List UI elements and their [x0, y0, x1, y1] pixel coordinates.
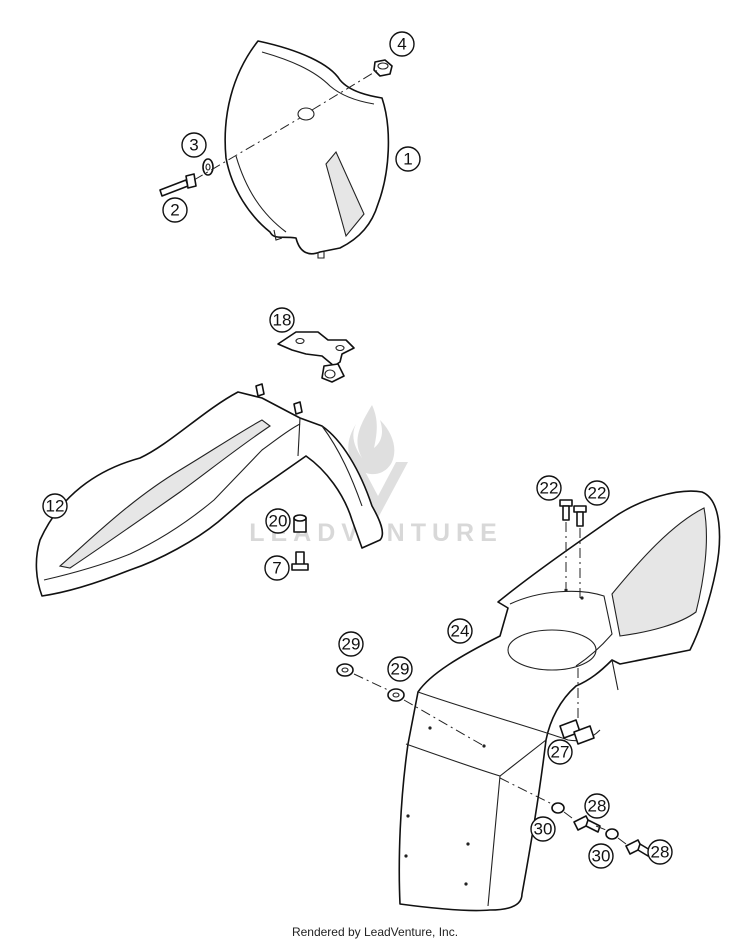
- svg-text:24: 24: [451, 622, 470, 641]
- svg-text:30: 30: [534, 820, 553, 839]
- svg-text:28: 28: [651, 843, 670, 862]
- washer-30-left: [551, 802, 565, 814]
- leader-line-top: [193, 69, 379, 181]
- svg-text:28: 28: [588, 797, 607, 816]
- callout-30-left: 30: [530, 816, 556, 842]
- callout-3: 3: [181, 132, 207, 158]
- screw-22-left: [559, 499, 573, 521]
- number-plate: [224, 40, 390, 259]
- callout-22-left: 22: [536, 475, 562, 501]
- callout-18: 18: [269, 307, 295, 333]
- washer-29-left: [336, 663, 354, 677]
- callout-29-right: 29: [387, 656, 413, 682]
- washer-29-right: [387, 688, 405, 702]
- svg-text:7: 7: [272, 559, 281, 578]
- screw-22-right: [573, 505, 587, 527]
- screw-2: [159, 173, 197, 197]
- svg-text:12: 12: [46, 497, 65, 516]
- footer-credit: Rendered by LeadVenture, Inc.: [291, 925, 459, 939]
- callout-7: 7: [264, 555, 290, 581]
- spacer-20: [293, 514, 307, 533]
- leadventure-logo-icon: [348, 405, 408, 518]
- callout-2: 2: [162, 197, 188, 223]
- svg-text:3: 3: [189, 136, 198, 155]
- svg-text:2: 2: [170, 201, 179, 220]
- callout-28-right: 28: [647, 839, 673, 865]
- svg-text:27: 27: [551, 743, 570, 762]
- callout-24: 24: [447, 618, 473, 644]
- callout-4: 4: [389, 31, 415, 57]
- rear-fender: [398, 490, 721, 912]
- callout-20: 20: [265, 508, 291, 534]
- callout-1: 1: [395, 146, 421, 172]
- bolt-7: [291, 551, 309, 571]
- leader-line-29: [353, 673, 485, 747]
- washer-3: [202, 158, 214, 176]
- washer-30-right: [605, 828, 619, 840]
- callout-29-left: 29: [338, 631, 364, 657]
- svg-text:22: 22: [588, 484, 607, 503]
- svg-text:22: 22: [540, 479, 559, 498]
- grommet: [373, 59, 393, 77]
- svg-text:1: 1: [403, 150, 412, 169]
- callout-28-left: 28: [584, 793, 610, 819]
- bolt-28-right: [625, 839, 651, 857]
- leader-line-22: [565, 522, 581, 598]
- front-fender: [35, 383, 384, 597]
- svg-text:29: 29: [342, 635, 361, 654]
- svg-text:18: 18: [273, 311, 292, 330]
- svg-text:4: 4: [397, 35, 406, 54]
- clip-27: [559, 719, 595, 745]
- callout-22-right: 22: [584, 480, 610, 506]
- svg-text:30: 30: [592, 847, 611, 866]
- callout-30-right: 30: [588, 843, 614, 869]
- svg-text:20: 20: [269, 512, 288, 531]
- callout-27: 27: [547, 739, 573, 765]
- svg-text:29: 29: [391, 660, 410, 679]
- bolt-28-left: [573, 815, 601, 833]
- headlight-bracket: [277, 331, 355, 383]
- leader-line-28-30: [499, 777, 627, 845]
- callout-12: 12: [42, 493, 68, 519]
